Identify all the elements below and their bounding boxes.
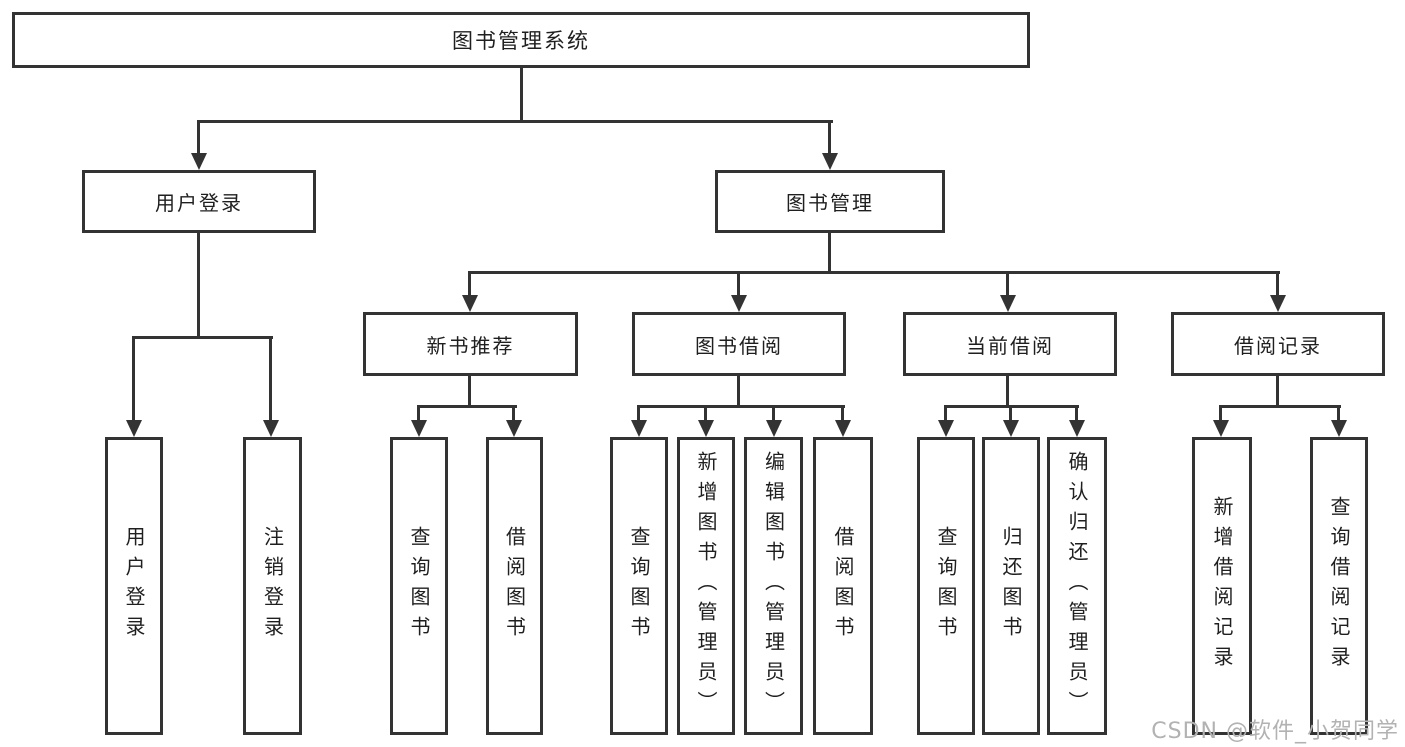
arrowhead-leaf-user-login [126,420,142,437]
connector-to-leaf-confirm-return [1075,405,1078,422]
connector-new-book-recommend-branch [417,405,517,408]
leaf-logout-label: 注销登录 [260,526,285,646]
leaf-confirm-return-admin-label: 确认归还（管理员） [1065,451,1089,721]
arrowhead-leaf-edit-book [766,420,782,437]
connector-to-leaf-add-book [704,405,707,422]
node-borrow-records: 借阅记录 [1171,312,1385,376]
arrowhead-book-borrow [731,295,747,312]
connector-book-borrow-stem [737,376,740,407]
node-user-login: 用户登录 [82,170,316,233]
leaf-user-login: 用户登录 [105,437,163,735]
arrowhead-leaf-borrow-books-rec [506,420,522,437]
leaf-query-books-borrow: 查询图书 [610,437,668,735]
arrowhead-leaf-query-books-borrow [631,420,647,437]
connector-to-borrow-records [1276,271,1279,298]
connector-to-current-borrow [1006,271,1009,298]
leaf-add-book-admin: 新增图书（管理员） [677,437,735,735]
connector-to-leaf-add-borrow-record [1219,405,1222,422]
connector-user-login-branch [132,336,273,339]
connector-to-user-login [197,120,200,156]
connector-to-leaf-logout [269,336,272,422]
connector-borrow-records-branch [1219,405,1341,408]
leaf-borrow-books-rec-label: 借阅图书 [502,526,527,646]
leaf-query-books-borrow-label: 查询图书 [627,526,651,646]
arrowhead-leaf-return-books [1003,420,1019,437]
connector-book-borrow-branch [637,405,845,408]
leaf-borrow-books-label: 借阅图书 [831,526,855,646]
node-user-login-label: 用户登录 [155,191,243,215]
leaf-add-borrow-record-label: 新增借阅记录 [1210,496,1234,676]
node-current-borrow: 当前借阅 [903,312,1117,376]
arrowhead-leaf-add-borrow-record [1213,420,1229,437]
leaf-return-books: 归还图书 [982,437,1040,735]
arrowhead-leaf-confirm-return [1069,420,1085,437]
arrowhead-current-borrow [1000,295,1016,312]
leaf-query-books-current: 查询图书 [917,437,975,735]
connector-to-book-borrow [737,271,740,298]
connector-book-management-branch [468,271,1280,274]
connector-book-management-stem [828,233,831,274]
leaf-confirm-return-admin: 确认归还（管理员） [1047,437,1107,735]
leaf-query-books-rec-label: 查询图书 [407,526,431,646]
leaf-borrow-books: 借阅图书 [813,437,873,735]
connector-to-leaf-query-books-rec [417,405,420,422]
node-root: 图书管理系统 [12,12,1030,68]
leaf-edit-book-admin-label: 编辑图书（管理员） [761,451,786,721]
connector-new-book-recommend-stem [468,376,471,407]
connector-to-leaf-edit-book [772,405,775,422]
leaf-query-borrow-record: 查询借阅记录 [1310,437,1368,735]
node-new-book-recommend-label: 新书推荐 [426,333,515,358]
arrowhead-leaf-query-borrow-record [1331,420,1347,437]
node-current-borrow-label: 当前借阅 [966,333,1054,358]
connector-to-leaf-user-login [132,336,135,422]
node-book-borrow-label: 图书借阅 [695,333,783,358]
leaf-user-login-label: 用户登录 [122,526,146,646]
connector-to-leaf-query-borrow-record [1337,405,1340,422]
connector-root-branch [197,120,833,123]
arrowhead-leaf-query-books-rec [411,420,427,437]
arrowhead-leaf-add-book [698,420,714,437]
connector-borrow-records-stem [1276,376,1279,407]
arrowhead-borrow-records [1270,295,1286,312]
connector-to-leaf-borrow-books-rec [512,405,515,422]
connector-to-new-book-recommend [468,271,471,298]
arrowhead-leaf-borrow-books [835,420,851,437]
node-book-borrow: 图书借阅 [632,312,846,376]
connector-to-book-management [828,120,831,156]
connector-to-leaf-query-books-borrow [637,405,640,422]
node-book-management-label: 图书管理 [786,191,874,215]
watermark: CSDN @软件_小贺同学 [1151,719,1399,744]
leaf-borrow-books-rec: 借阅图书 [486,437,543,735]
leaf-query-borrow-record-label: 查询借阅记录 [1327,496,1351,676]
leaf-logout: 注销登录 [243,437,302,735]
leaf-add-book-admin-label: 新增图书（管理员） [694,451,718,721]
connector-root-stem [520,68,523,121]
leaf-query-books-rec: 查询图书 [390,437,448,735]
connector-current-borrow-stem [1006,376,1009,407]
arrowhead-leaf-query-books-current [938,420,954,437]
connector-user-login-stem [197,233,200,337]
leaf-add-borrow-record: 新增借阅记录 [1192,437,1252,735]
connector-to-leaf-return-books [1009,405,1012,422]
leaf-return-books-label: 归还图书 [999,526,1023,646]
arrowhead-new-book-recommend [462,295,478,312]
connector-to-leaf-borrow-books [841,405,844,422]
leaf-query-books-current-label: 查询图书 [934,526,958,646]
node-book-management: 图书管理 [715,170,945,233]
leaf-edit-book-admin: 编辑图书（管理员） [744,437,803,735]
connector-to-leaf-query-books-current [944,405,947,422]
node-new-book-recommend: 新书推荐 [363,312,578,376]
node-root-label: 图书管理系统 [452,29,590,53]
arrowhead-leaf-logout [263,420,279,437]
arrowhead-user-login [191,153,207,170]
arrowhead-book-management [822,153,838,170]
node-borrow-records-label: 借阅记录 [1234,333,1322,358]
